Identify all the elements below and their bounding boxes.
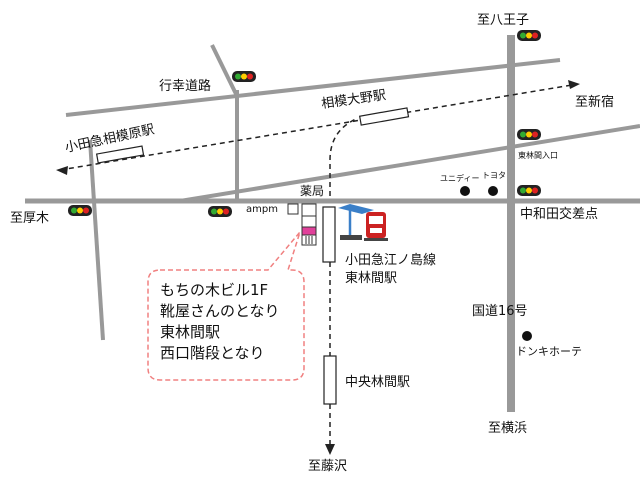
yunidy-marker — [460, 186, 470, 196]
signal-red — [532, 32, 538, 39]
odakyu-sagamihara-station-marker — [95, 145, 145, 164]
higashirinkan-station-marker — [322, 206, 336, 263]
label-route16: 国道16号 — [472, 304, 528, 319]
signal-yellow — [526, 131, 532, 138]
signal-green — [71, 207, 77, 214]
sign-roof — [338, 204, 374, 214]
signal-green — [520, 187, 526, 194]
station-shops — [287, 203, 317, 246]
toyota-marker — [488, 186, 498, 196]
signal-green — [211, 208, 217, 215]
train-window — [369, 216, 383, 224]
signal-green — [520, 32, 526, 39]
donki-marker — [522, 331, 532, 341]
callout-line-next-to-shoe-shop: 靴屋さんのとなり — [160, 302, 280, 320]
signal-red — [247, 73, 253, 80]
label-hachioji: 至八王子 — [477, 13, 529, 28]
upper-diagonal-road — [179, 124, 640, 203]
callout-line-building: もちの木ビル1F — [160, 281, 269, 299]
target-building — [301, 226, 317, 236]
ampm-box — [287, 203, 299, 215]
sagami-ono-station-marker — [358, 107, 410, 126]
traffic-signal-icon-4 — [517, 185, 541, 196]
left-vertical-road — [88, 139, 105, 341]
label-nakawada: 中和田交差点 — [520, 206, 598, 222]
label-higashirinkan-entrance: 東林間入口 — [518, 150, 558, 160]
label-sagami-ono: 相模大野駅 — [320, 88, 386, 112]
label-pharmacy: 薬局 — [300, 184, 324, 198]
signal-red — [532, 187, 538, 194]
train-body — [366, 212, 386, 238]
station-sign-icon — [338, 204, 374, 240]
shop-box — [301, 215, 317, 228]
label-enoshima-line: 小田急江ノ島線 — [345, 252, 436, 268]
label-atsugi: 至厚木 — [10, 211, 49, 226]
signal-yellow — [241, 73, 247, 80]
callout-line-west-stairs: 西口階段となり — [160, 344, 265, 362]
railways — [56, 80, 580, 455]
train-plate — [370, 228, 382, 233]
diagonal-branch-road — [210, 44, 239, 97]
enoshima-line-upper — [329, 117, 359, 196]
traffic-signal-icon-2 — [517, 30, 541, 41]
label-gyoko-road: 行幸道路 — [159, 78, 211, 94]
label-shinjuku: 至新宿 — [575, 94, 614, 110]
sign-base — [340, 235, 362, 240]
signal-red — [532, 131, 538, 138]
arrow-fujisawa — [325, 444, 335, 455]
callout-bubble — [147, 231, 305, 381]
arrow-shinjuku — [568, 80, 580, 89]
train-icon — [364, 212, 388, 241]
signal-green — [520, 131, 526, 138]
chuorinkan-station-marker — [323, 355, 337, 405]
gyoko-road — [65, 58, 561, 117]
traffic-signal-icon-3 — [517, 129, 541, 140]
odakyu-main-line — [59, 84, 573, 171]
callout-text: もちの木ビル1F 靴屋さんのとなり 東林間駅 西口階段となり — [160, 280, 300, 364]
label-fujisawa: 至藤沢 — [308, 459, 347, 474]
signal-yellow — [526, 32, 532, 39]
label-toyota: トヨタ — [482, 171, 506, 180]
traffic-signal-icon-1 — [232, 71, 256, 82]
signal-red — [83, 207, 89, 214]
label-chuorinkan: 中央林間駅 — [345, 375, 410, 390]
callout-line-station: 東林間駅 — [160, 323, 221, 341]
train-base — [364, 238, 388, 241]
pharmacy-box — [301, 203, 317, 217]
signal-yellow — [77, 207, 83, 214]
label-higashirinkan-station: 東林間駅 — [345, 270, 397, 286]
signal-yellow — [526, 187, 532, 194]
traffic-signal-icon-5 — [68, 205, 92, 216]
signal-green — [235, 73, 241, 80]
arrow-odakyu-sagamihara — [56, 166, 68, 175]
signal-red — [223, 208, 229, 215]
label-ampm: ampm — [246, 204, 278, 215]
label-donki: ドンキホーテ — [516, 345, 582, 358]
roads — [25, 35, 640, 412]
traffic-signal-icon-6 — [208, 206, 232, 217]
label-yokohama: 至横浜 — [488, 421, 527, 436]
label-yunidy: ユニディー — [440, 173, 479, 183]
signal-yellow — [217, 208, 223, 215]
